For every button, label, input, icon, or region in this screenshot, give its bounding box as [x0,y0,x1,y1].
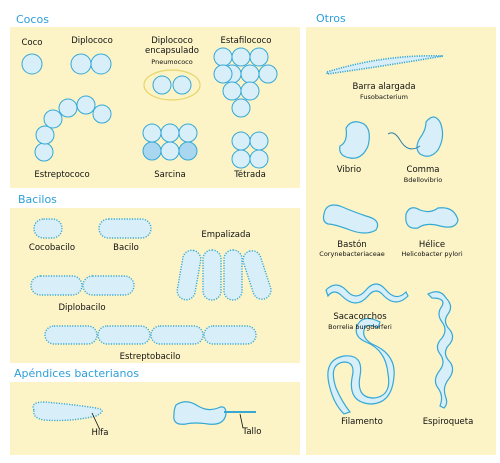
estreptobacilo-cell [203,325,257,345]
otros-panel [306,27,496,455]
label-filamento: Filamento [341,417,383,427]
label-fusobacterium: Fusobacterium [359,93,409,101]
label-estreptobacilo: Estreptobacilo [119,352,181,362]
cocobacilo-cell [33,218,63,239]
diplobacilo-cell [30,275,83,296]
label-sarcina: Sarcina [154,170,186,180]
label-corynebacteriaceae: Corynebacteriaceae [319,250,385,258]
filamento-cell [327,317,395,415]
label-empalizada: Empalizada [201,230,251,240]
label-coco: Coco [21,38,43,48]
estafilococo-cell [240,64,260,84]
comma-flagellum [387,132,421,150]
diplococo-cell [90,53,112,75]
empalizada-cell [176,249,202,301]
espiroqueta-cell [426,291,454,409]
empalizada-cell [202,249,222,301]
label-pneumococo: Pneumococo [151,58,193,66]
label-diplococo-encapsulado-2: encapsulado [145,46,199,56]
sarcina-cell [178,123,198,143]
estafilococo-cell [258,64,278,84]
label-baston: Bastón [337,240,367,250]
sarcina-cell [160,123,180,143]
estreptococo-cell [58,98,78,118]
label-sacacorchos: Sacacorchos [333,312,387,322]
estreptococo-cell [34,142,54,162]
label-estafilococo: Estafilococo [220,36,272,46]
label-diplobacilo: Diplobacilo [58,303,106,313]
estreptobacilo-cell [97,325,151,345]
tetrada-cell [231,131,251,151]
estafilococo-cell [222,81,242,101]
tallo-pointer [239,413,244,429]
capsule [143,69,201,101]
estreptococo-cell [76,95,96,115]
estafilococo-cell [231,47,251,67]
section-heading-apendices: Apéndices bacterianos [14,367,139,380]
diplobacilo-cell [82,275,135,296]
tetrada-cell [249,131,269,151]
hifa-cell [32,401,103,422]
pneumococo-cell [152,75,172,95]
sarcina-cell [142,123,162,143]
empalizada-cell [242,250,272,300]
coco-cell [21,53,43,75]
section-heading-otros: Otros [316,12,346,25]
sacacorchos-cell [325,283,409,304]
estafilococo-cell [213,47,233,67]
tetrada-cell [231,149,251,169]
label-tetrada: Tétrada [234,170,266,180]
comma-cell [416,116,444,157]
label-tallo: Tallo [242,427,262,437]
diplococo-cell [70,53,92,75]
helice-cell [405,207,459,229]
sarcina-cell [142,141,162,161]
estreptococo-cell [92,104,112,124]
estreptobacilo-cell [44,325,98,345]
hifa-pointer [91,412,101,431]
tallo-cell [173,401,227,425]
empalizada-cell [223,249,243,301]
estafilococo-cell [249,47,269,67]
estafilococo-cell [231,98,251,118]
pneumococo-cell [172,75,192,95]
label-diplococo-encapsulado-1: Diplococo [151,36,193,46]
label-diplococo: Diplococo [71,36,113,46]
label-borrelia: Borrelia burgdorferi [328,323,392,331]
label-helice: Hélice [418,240,446,250]
barra-alargada-cell [326,55,444,75]
estafilococo-cell [240,81,260,101]
label-cocobacilo: Cocobacilo [28,243,76,253]
estreptococo-cell [43,109,63,129]
label-vibrio: Vibrio [336,165,362,175]
label-bdellovibrio: Bdellovibrio [403,176,443,184]
baston-cell [322,204,379,234]
bacilo-cell [98,218,152,239]
sarcina-cell [160,141,180,161]
label-bacilo: Bacilo [113,243,139,253]
estafilococo-cell [213,64,233,84]
estreptococo-cell [35,125,55,145]
label-hifa: Hifa [91,428,109,438]
label-espiroqueta: Espiroqueta [422,417,474,427]
section-heading-bacilos: Bacilos [18,193,57,206]
label-estreptococo: Estreptococo [34,170,90,180]
vibrio-cell [339,121,370,159]
sarcina-cell [178,141,198,161]
label-comma: Comma [406,165,440,175]
label-helicobacter: Helicobacter pylori [401,250,463,258]
section-heading-cocos: Cocos [16,13,49,26]
tetrada-cell [249,149,269,169]
estreptobacilo-cell [150,325,204,345]
label-barra-alargada: Barra alargada [352,82,416,92]
